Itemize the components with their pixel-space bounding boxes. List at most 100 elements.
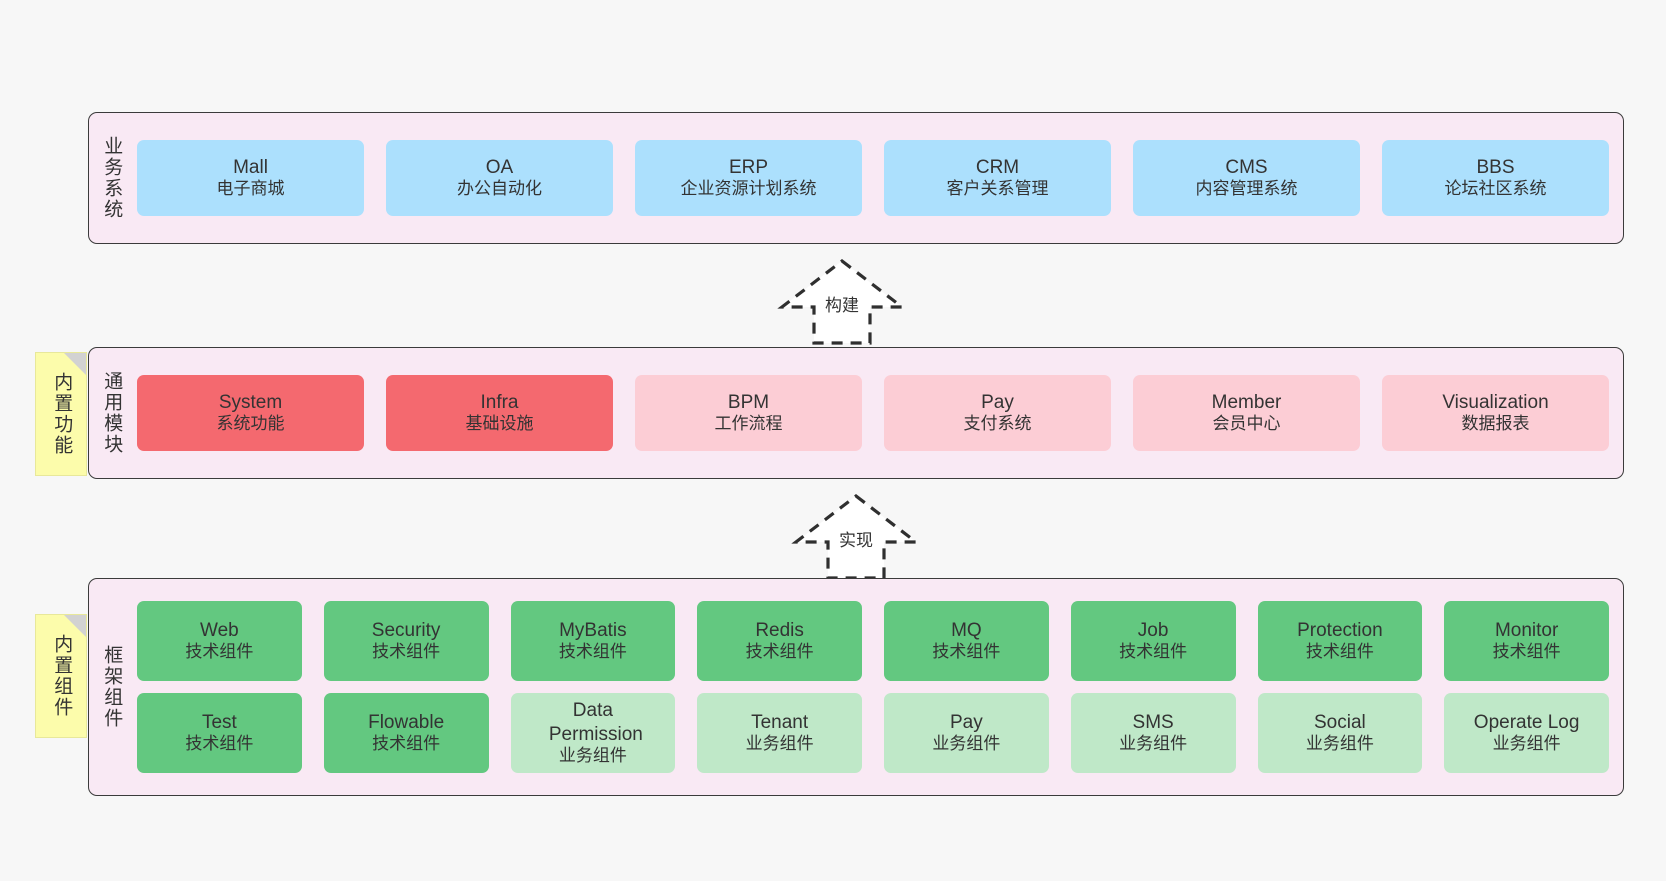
node-tenant-subtitle: 业务组件 (745, 734, 814, 754)
sticky-note-builtin-components-label: 内置组件 (51, 634, 73, 718)
node-cms[interactable]: CMS 内容管理系统 (1133, 140, 1360, 216)
layer-framework-components-label: 框架组件 (101, 645, 123, 729)
node-infra[interactable]: Infra 基础设施 (386, 375, 613, 451)
node-security-subtitle: 技术组件 (372, 642, 441, 662)
connector-build-shape (777, 258, 907, 345)
node-oa-subtitle: 办公自动化 (457, 179, 542, 199)
node-web-subtitle: 技术组件 (185, 642, 254, 662)
node-pay-component[interactable]: Pay 业务组件 (884, 693, 1049, 773)
node-data-permission[interactable]: Data Permission 业务组件 (510, 693, 676, 773)
node-erp-title: ERP (728, 157, 769, 179)
connector-build: 构建 (752, 255, 932, 345)
node-infra-subtitle: 基础设施 (465, 414, 534, 434)
node-sms-subtitle: 业务组件 (1119, 734, 1188, 754)
node-operate-log[interactable]: Operate Log 业务组件 (1444, 693, 1609, 773)
connector-build-label: 构建 (825, 296, 859, 315)
node-member-subtitle: 会员中心 (1212, 414, 1281, 434)
framework-business-row: Test 技术组件 Flowable 技术组件 Data Permission … (137, 693, 1609, 773)
node-flowable-title: Flowable (368, 712, 445, 734)
node-protection-subtitle: 技术组件 (1305, 642, 1374, 662)
node-mall[interactable]: Mall 电子商城 (137, 140, 364, 216)
node-bbs-title: BBS (1476, 157, 1515, 179)
node-pay-module-title: Pay (981, 392, 1014, 414)
connector-implement-label: 实现 (839, 531, 873, 550)
business-systems-row: Mall 电子商城 OA 办公自动化 ERP 企业资源计划系统 CRM 客户关系… (137, 140, 1609, 216)
node-bbs-subtitle: 论坛社区系统 (1444, 179, 1547, 199)
layer-framework-components-body: Web 技术组件 Security 技术组件 MyBatis 技术组件 Redi… (133, 601, 1623, 773)
node-erp-subtitle: 企业资源计划系统 (680, 179, 817, 199)
node-mall-title: Mall (233, 157, 268, 179)
sticky-note-builtin-components: 内置组件 (35, 614, 87, 738)
sticky-note-builtin-features-label: 内置功能 (51, 372, 73, 456)
node-cms-subtitle: 内容管理系统 (1195, 179, 1298, 199)
node-data-permission-title: Data Permission (548, 700, 643, 745)
node-tenant-title: Tenant (751, 712, 809, 734)
node-bpm-title: BPM (727, 392, 770, 414)
layer-framework-components: 框架组件 Web 技术组件 Security 技术组件 MyBatis 技术组件… (88, 578, 1624, 796)
node-system[interactable]: System 系统功能 (137, 375, 364, 451)
node-test[interactable]: Test 技术组件 (137, 693, 302, 773)
node-mq-title: MQ (951, 620, 982, 642)
layer-common-modules-body: System 系统功能 Infra 基础设施 BPM 工作流程 Pay 支付系统… (133, 375, 1623, 451)
node-visualization-title: Visualization (1442, 392, 1549, 414)
node-monitor-title: Monitor (1494, 620, 1559, 642)
node-mybatis[interactable]: MyBatis 技术组件 (510, 601, 676, 681)
node-web[interactable]: Web 技术组件 (137, 601, 302, 681)
node-crm-subtitle: 客户关系管理 (946, 179, 1049, 199)
node-web-title: Web (200, 620, 239, 642)
node-operate-log-subtitle: 业务组件 (1492, 734, 1561, 754)
node-system-title: System (218, 392, 283, 414)
node-system-subtitle: 系统功能 (216, 414, 285, 434)
node-protection[interactable]: Protection 技术组件 (1257, 601, 1423, 681)
node-test-title: Test (201, 712, 237, 734)
node-social-subtitle: 业务组件 (1305, 734, 1374, 754)
node-bbs[interactable]: BBS 论坛社区系统 (1382, 140, 1609, 216)
layer-business-systems-label: 业务系统 (101, 136, 123, 220)
node-oa[interactable]: OA 办公自动化 (386, 140, 613, 216)
node-job[interactable]: Job 技术组件 (1070, 601, 1236, 681)
node-protection-title: Protection (1297, 620, 1383, 642)
node-visualization[interactable]: Visualization 数据报表 (1382, 375, 1609, 451)
framework-tech-row: Web 技术组件 Security 技术组件 MyBatis 技术组件 Redi… (137, 601, 1609, 681)
node-redis-subtitle: 技术组件 (745, 642, 814, 662)
node-flowable-subtitle: 技术组件 (372, 734, 441, 754)
node-job-subtitle: 技术组件 (1119, 642, 1188, 662)
node-redis-title: Redis (755, 620, 804, 642)
node-mq-subtitle: 技术组件 (932, 642, 1001, 662)
node-erp[interactable]: ERP 企业资源计划系统 (635, 140, 862, 216)
node-mall-subtitle: 电子商城 (216, 179, 285, 199)
node-social-title: Social (1314, 712, 1366, 734)
node-social[interactable]: Social 业务组件 (1257, 693, 1423, 773)
sticky-fold-icon (64, 615, 86, 637)
node-pay-component-title: Pay (950, 712, 983, 734)
node-bpm[interactable]: BPM 工作流程 (635, 375, 862, 451)
node-tenant[interactable]: Tenant 业务组件 (697, 693, 862, 773)
node-mq[interactable]: MQ 技术组件 (884, 601, 1049, 681)
node-oa-title: OA (485, 157, 514, 179)
node-infra-title: Infra (480, 392, 519, 414)
node-job-title: Job (1137, 620, 1169, 642)
node-monitor[interactable]: Monitor 技术组件 (1444, 601, 1609, 681)
node-pay-module[interactable]: Pay 支付系统 (884, 375, 1111, 451)
node-security[interactable]: Security 技术组件 (323, 601, 489, 681)
node-sms-title: SMS (1132, 712, 1174, 734)
node-crm[interactable]: CRM 客户关系管理 (884, 140, 1111, 216)
layer-common-modules-label: 通用模块 (101, 371, 123, 455)
node-data-permission-subtitle: 业务组件 (558, 745, 627, 765)
node-member-title: Member (1211, 392, 1282, 414)
node-flowable[interactable]: Flowable 技术组件 (323, 693, 489, 773)
node-sms[interactable]: SMS 业务组件 (1070, 693, 1236, 773)
layer-common-modules: 通用模块 System 系统功能 Infra 基础设施 BPM 工作流程 Pay… (88, 347, 1624, 479)
node-pay-module-subtitle: 支付系统 (963, 414, 1032, 434)
node-bpm-subtitle: 工作流程 (714, 414, 783, 434)
connector-implement: 实现 (766, 490, 946, 580)
node-monitor-subtitle: 技术组件 (1492, 642, 1561, 662)
layer-business-systems: 业务系统 Mall 电子商城 OA 办公自动化 ERP 企业资源计划系统 CRM… (88, 112, 1624, 244)
layer-business-systems-body: Mall 电子商城 OA 办公自动化 ERP 企业资源计划系统 CRM 客户关系… (133, 140, 1623, 216)
node-visualization-subtitle: 数据报表 (1461, 414, 1530, 434)
node-member[interactable]: Member 会员中心 (1133, 375, 1360, 451)
sticky-note-builtin-features: 内置功能 (35, 352, 87, 476)
node-mybatis-subtitle: 技术组件 (558, 642, 627, 662)
node-redis[interactable]: Redis 技术组件 (697, 601, 862, 681)
